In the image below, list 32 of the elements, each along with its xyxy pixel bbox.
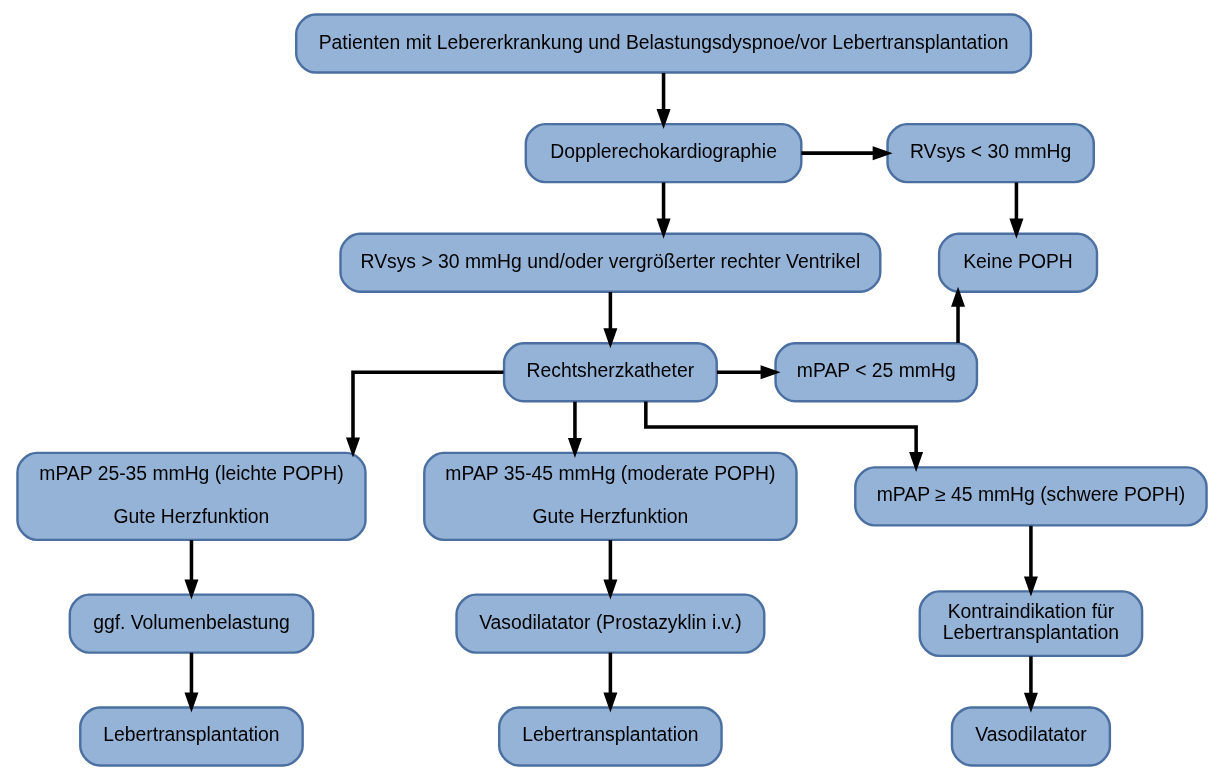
arrow: [656, 182, 671, 239]
arrow: [567, 401, 582, 458]
arrow: [643, 401, 923, 472]
node-box: Kontraindikation für Lebertransplantation: [918, 590, 1143, 658]
arrow: [345, 370, 503, 458]
node-box: Dopplerechokardiographie: [524, 122, 803, 184]
node-box: RVsys > 30 mmHg und/oder vergrößerter rechter Ventrikel: [338, 232, 881, 293]
node-box: Patienten mit Lebererkrankung und Belastungsdyspnoe/vor Lebertransplantation: [294, 13, 1032, 74]
arrow: [602, 292, 617, 349]
arrow: [656, 72, 671, 130]
arrow: [1008, 182, 1023, 239]
arrow: [183, 540, 198, 600]
node-box: mPAP ≥ 45 mmHg (schwere POPH): [853, 466, 1208, 527]
arrow: [183, 652, 198, 713]
node-box: Vasodilatator: [950, 706, 1111, 767]
arrow: [602, 652, 617, 713]
node-box: mPAP 35-45 mmHg (moderate POPH) Gute Herzfunktion: [422, 451, 798, 542]
arrow: [1023, 656, 1038, 713]
node-box: Rechtsherzkatheter: [502, 342, 718, 403]
arrow: [716, 365, 781, 380]
arrow: [1023, 525, 1038, 597]
node-box: RVsys < 30 mmHg: [885, 122, 1095, 184]
node-box: Vasodilatator (Prostazyklin i.v.): [454, 593, 765, 654]
node-box: ggf. Volumenbelastung: [68, 593, 314, 654]
node-box: Lebertransplantation: [497, 706, 723, 767]
arrow: [950, 286, 965, 343]
node-box: Lebertransplantation: [78, 706, 304, 767]
node-box: mPAP < 25 mmHg: [773, 342, 978, 403]
node-box: Keine POPH: [937, 232, 1098, 293]
arrow: [800, 146, 893, 161]
node-box: mPAP 25-35 mmHg (leichte POPH) Gute Herzfunktion: [15, 451, 367, 542]
arrow: [602, 540, 617, 600]
